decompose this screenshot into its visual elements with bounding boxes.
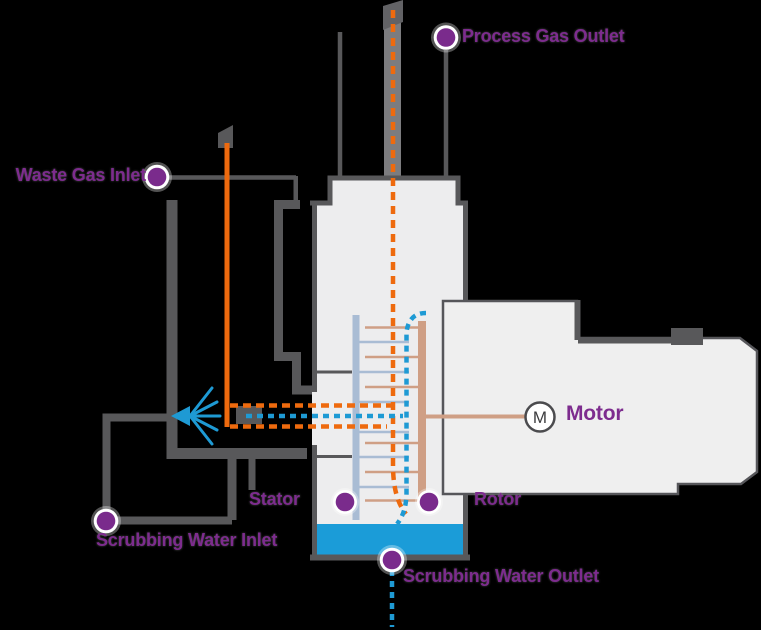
scrubbing-water-inlet-label: Scrubbing Water Inlet — [96, 530, 278, 550]
markers — [91, 22, 461, 575]
duct-inner-wall — [274, 200, 312, 395]
motor-symbol: M — [524, 401, 556, 433]
scrubbing-water-outlet-marker — [377, 545, 407, 575]
spray-nozzle-icon — [171, 386, 222, 446]
scrubbing-water-inlet-marker — [91, 506, 121, 536]
process-gas-outlet-marker — [431, 22, 461, 53]
rotor-discs — [365, 326, 419, 502]
waste-gas-inlet-marker — [142, 162, 172, 192]
stator-discs — [359, 340, 409, 489]
motor-symbol-letter: M — [533, 408, 547, 427]
water-flow-lines — [246, 310, 427, 627]
rotor-marker — [415, 488, 443, 516]
rotor-bar — [418, 321, 426, 504]
rotor-label: Rotor — [474, 489, 521, 509]
inlet-piping — [102, 125, 312, 525]
water-flow-down-vessel — [395, 310, 427, 526]
scrubbing-water-feed-pipe — [102, 413, 176, 521]
scrubbing-water-outlet-label: Scrubbing Water Outlet — [403, 566, 599, 586]
waste-gas-pipe-stub — [218, 125, 233, 148]
gas-flow-lines — [224, 10, 408, 516]
stator-label: Stator — [249, 489, 300, 509]
motor-assembly — [441, 299, 759, 496]
vessel-body — [312, 176, 468, 558]
gas-flow-up-outlet — [390, 10, 408, 516]
process-gas-outlet-label: Process Gas Outlet — [462, 26, 625, 46]
waste-gas-inlet-label: Waste Gas Inlet — [15, 165, 147, 185]
motor-terminal-box — [671, 328, 703, 345]
motor-label: Motor — [566, 402, 624, 425]
motor-housing — [441, 299, 759, 496]
stator-marker — [331, 488, 359, 516]
duct-outer-wall — [166, 200, 307, 459]
